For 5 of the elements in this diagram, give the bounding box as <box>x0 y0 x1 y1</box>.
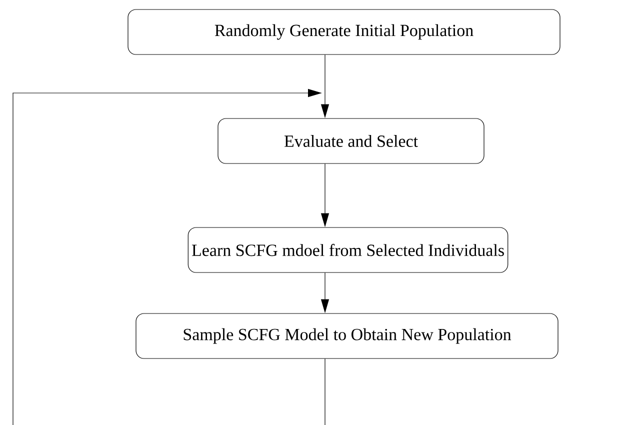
process-box: Evaluate and Select <box>218 118 484 164</box>
process-box: Learn SCFG mdoel from Selected Individuals <box>188 227 508 273</box>
process-box: Randomly Generate Initial Population <box>128 9 560 55</box>
arrow <box>12 88 326 425</box>
process-box: Sample SCFG Model to Obtain New Population <box>136 313 558 359</box>
